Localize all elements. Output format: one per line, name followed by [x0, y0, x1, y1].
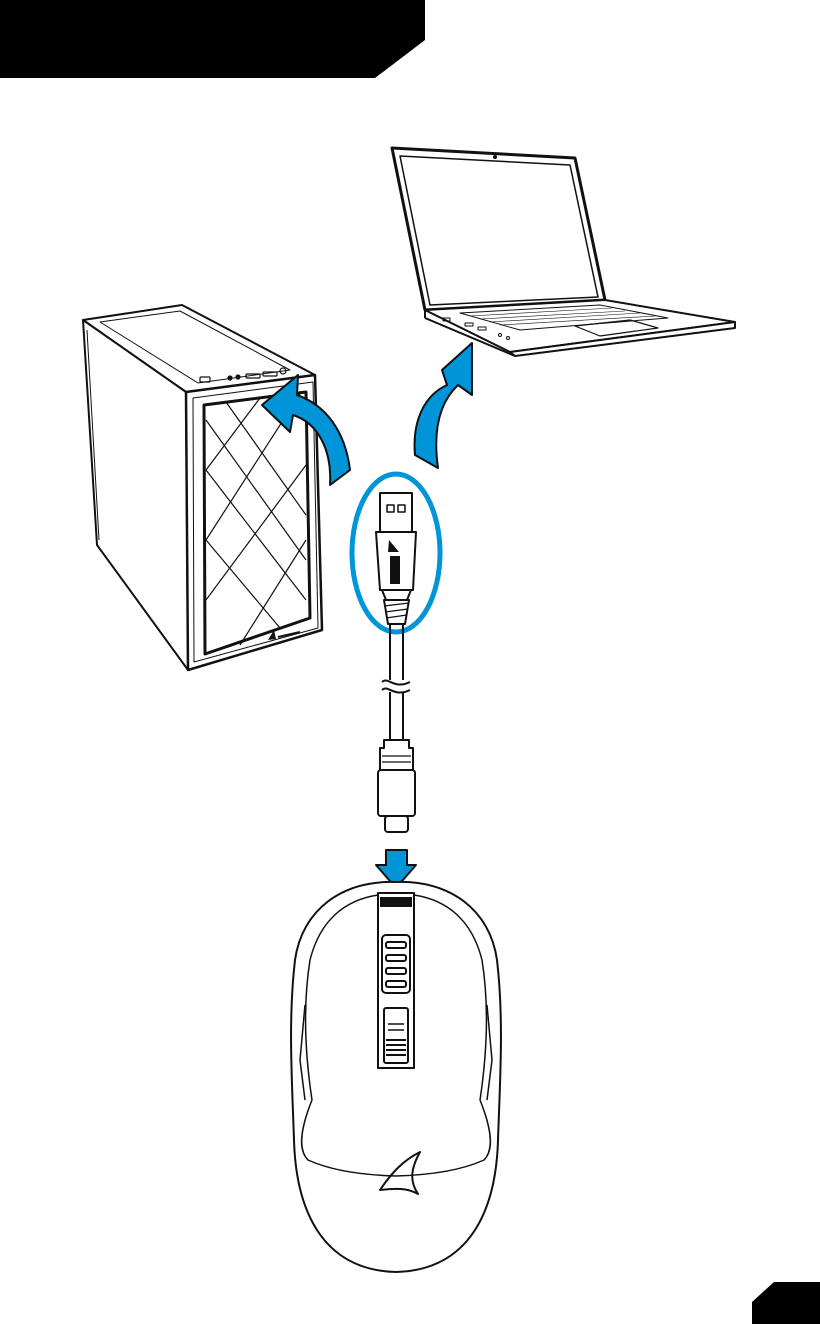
laptop-icon	[392, 148, 735, 356]
pc-tower-icon	[83, 305, 322, 670]
cable-break-icon	[382, 680, 410, 692]
arrow-to-laptop	[415, 343, 472, 468]
gaming-mouse-icon	[291, 882, 501, 1272]
usb-c-plug-icon	[378, 740, 415, 832]
